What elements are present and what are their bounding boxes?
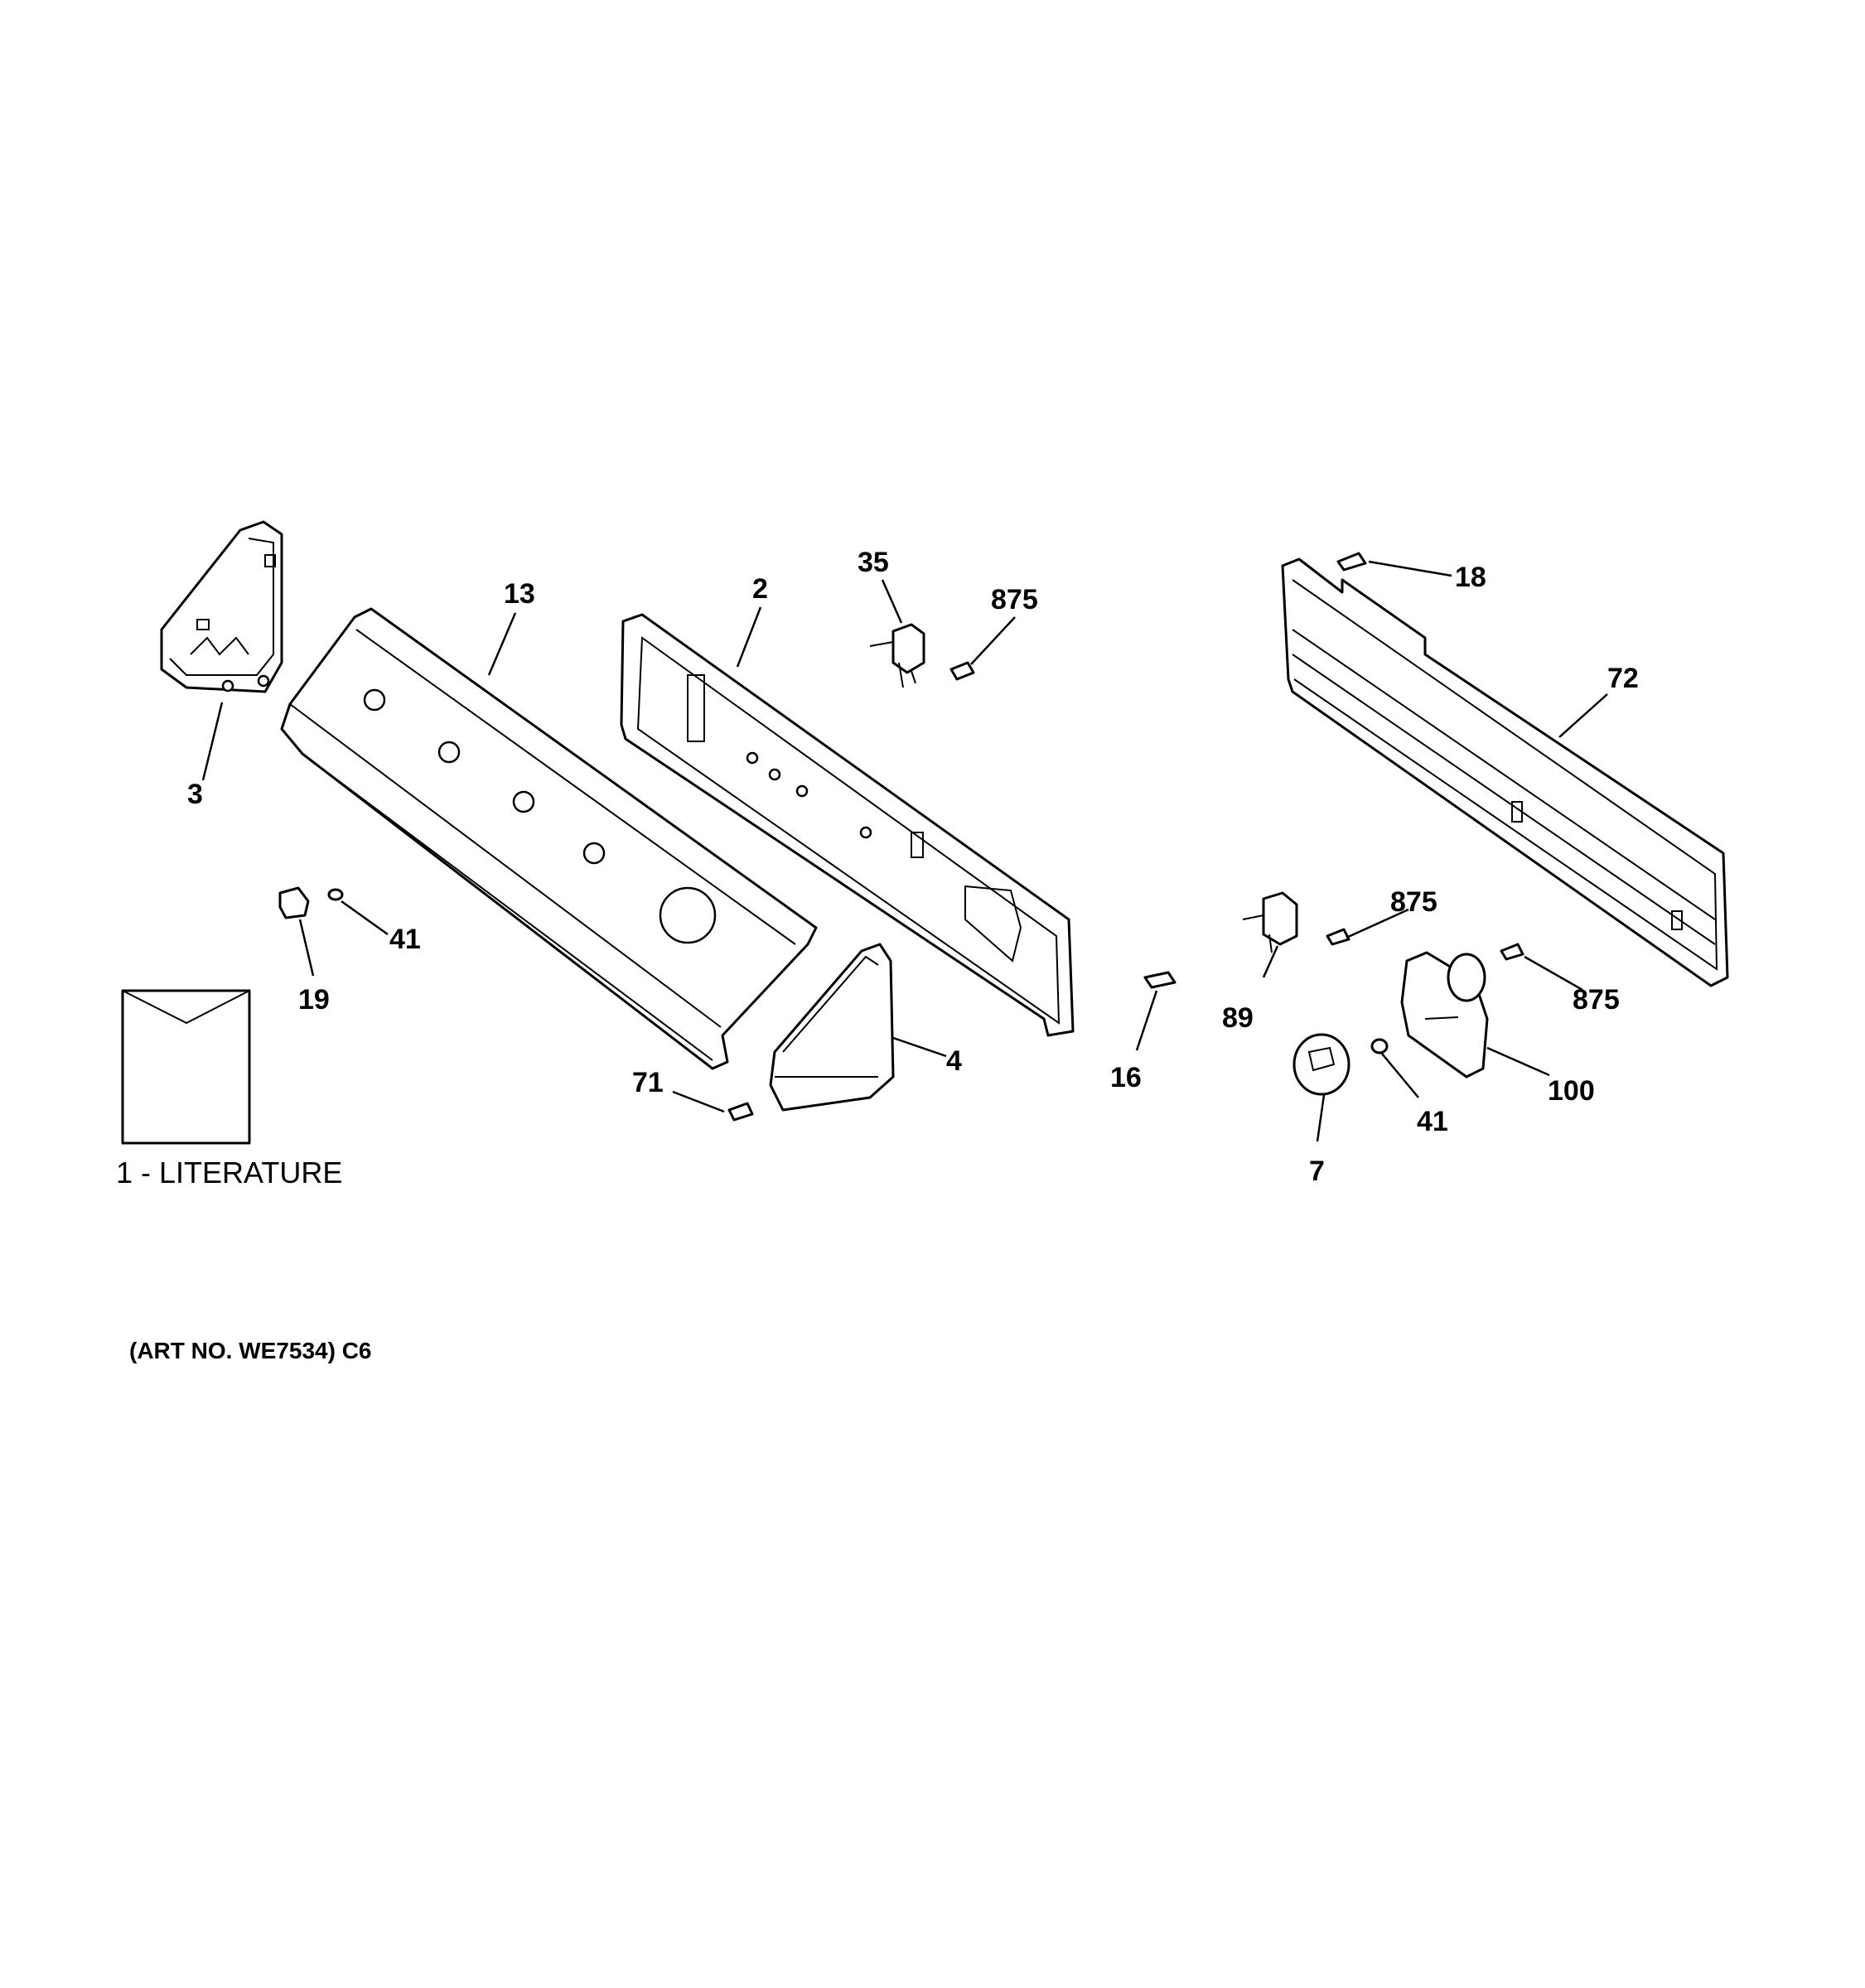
callout-18: 18 — [1455, 562, 1486, 593]
part-100-timer — [1400, 951, 1489, 1078]
callout-71: 71 — [632, 1067, 664, 1098]
callout-41-left: 41 — [389, 924, 421, 955]
callout-7: 7 — [1309, 1156, 1325, 1187]
art-number: (ART NO. WE7534) C6 — [129, 1338, 372, 1363]
callout-2: 2 — [752, 573, 768, 605]
part-3-end-cap-left — [160, 520, 283, 693]
callout-875-top: 875 — [991, 584, 1038, 615]
part-875-screw-a — [949, 661, 975, 681]
part-13-control-panel-front — [280, 607, 818, 1070]
callout-41-right: 41 — [1417, 1106, 1448, 1137]
callout-13: 13 — [504, 578, 535, 610]
callout-35: 35 — [858, 547, 889, 578]
part-19-knob-insert — [278, 886, 310, 919]
literature-label: 1 - LITERATURE — [116, 1156, 342, 1189]
callout-100: 100 — [1548, 1075, 1595, 1107]
callout-19: 19 — [298, 984, 330, 1016]
part-72-rear-panel — [1281, 557, 1729, 987]
part-875-screw-c — [1500, 943, 1524, 961]
callout-72: 72 — [1607, 663, 1639, 694]
part-71-screw — [727, 1102, 754, 1122]
part-35-switch — [869, 623, 925, 688]
part-41-spring-a — [327, 888, 344, 901]
part-89-switch — [1242, 891, 1298, 953]
literature-envelope-icon — [121, 989, 251, 1145]
leader-lines — [201, 560, 1608, 1142]
callout-89: 89 — [1222, 1002, 1254, 1034]
callout-16: 16 — [1110, 1062, 1142, 1093]
part-2-backsplash-frame — [620, 613, 1075, 1037]
callout-875-right: 875 — [1573, 984, 1620, 1016]
callout-3: 3 — [187, 779, 203, 810]
callout-875-middle: 875 — [1390, 886, 1437, 918]
part-4-end-cap-right — [769, 943, 895, 1112]
part-18-screw — [1336, 552, 1367, 572]
part-875-screw-b — [1326, 928, 1350, 946]
part-41-spring-b — [1370, 1038, 1389, 1054]
part-7-knob — [1292, 1033, 1350, 1096]
callout-4: 4 — [946, 1045, 962, 1077]
part-16-clip — [1143, 971, 1176, 989]
